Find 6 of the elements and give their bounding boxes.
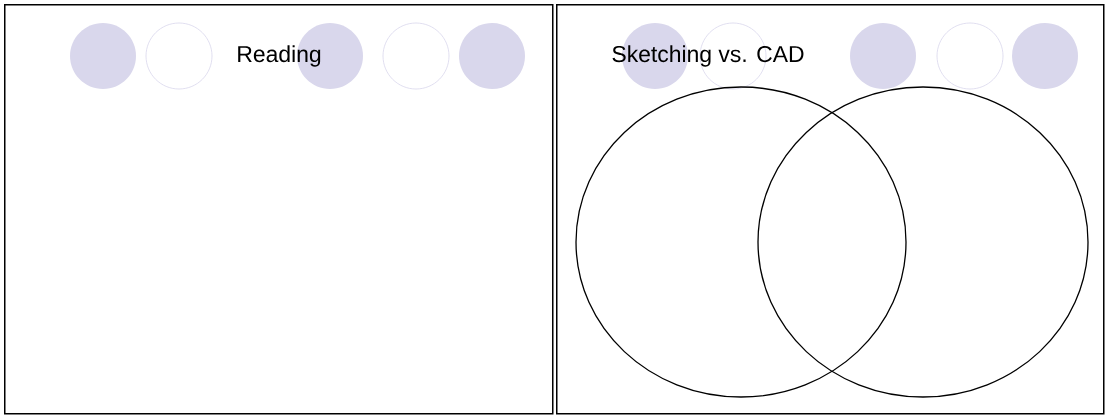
slide-title: Sketching vs. CAD: [612, 45, 804, 67]
venn-circle: [757, 86, 1089, 398]
slide-title: Reading: [238, 45, 321, 67]
slide-panel: [556, 4, 1105, 415]
venn-circle: [575, 86, 907, 398]
slide-panel: [4, 4, 554, 415]
